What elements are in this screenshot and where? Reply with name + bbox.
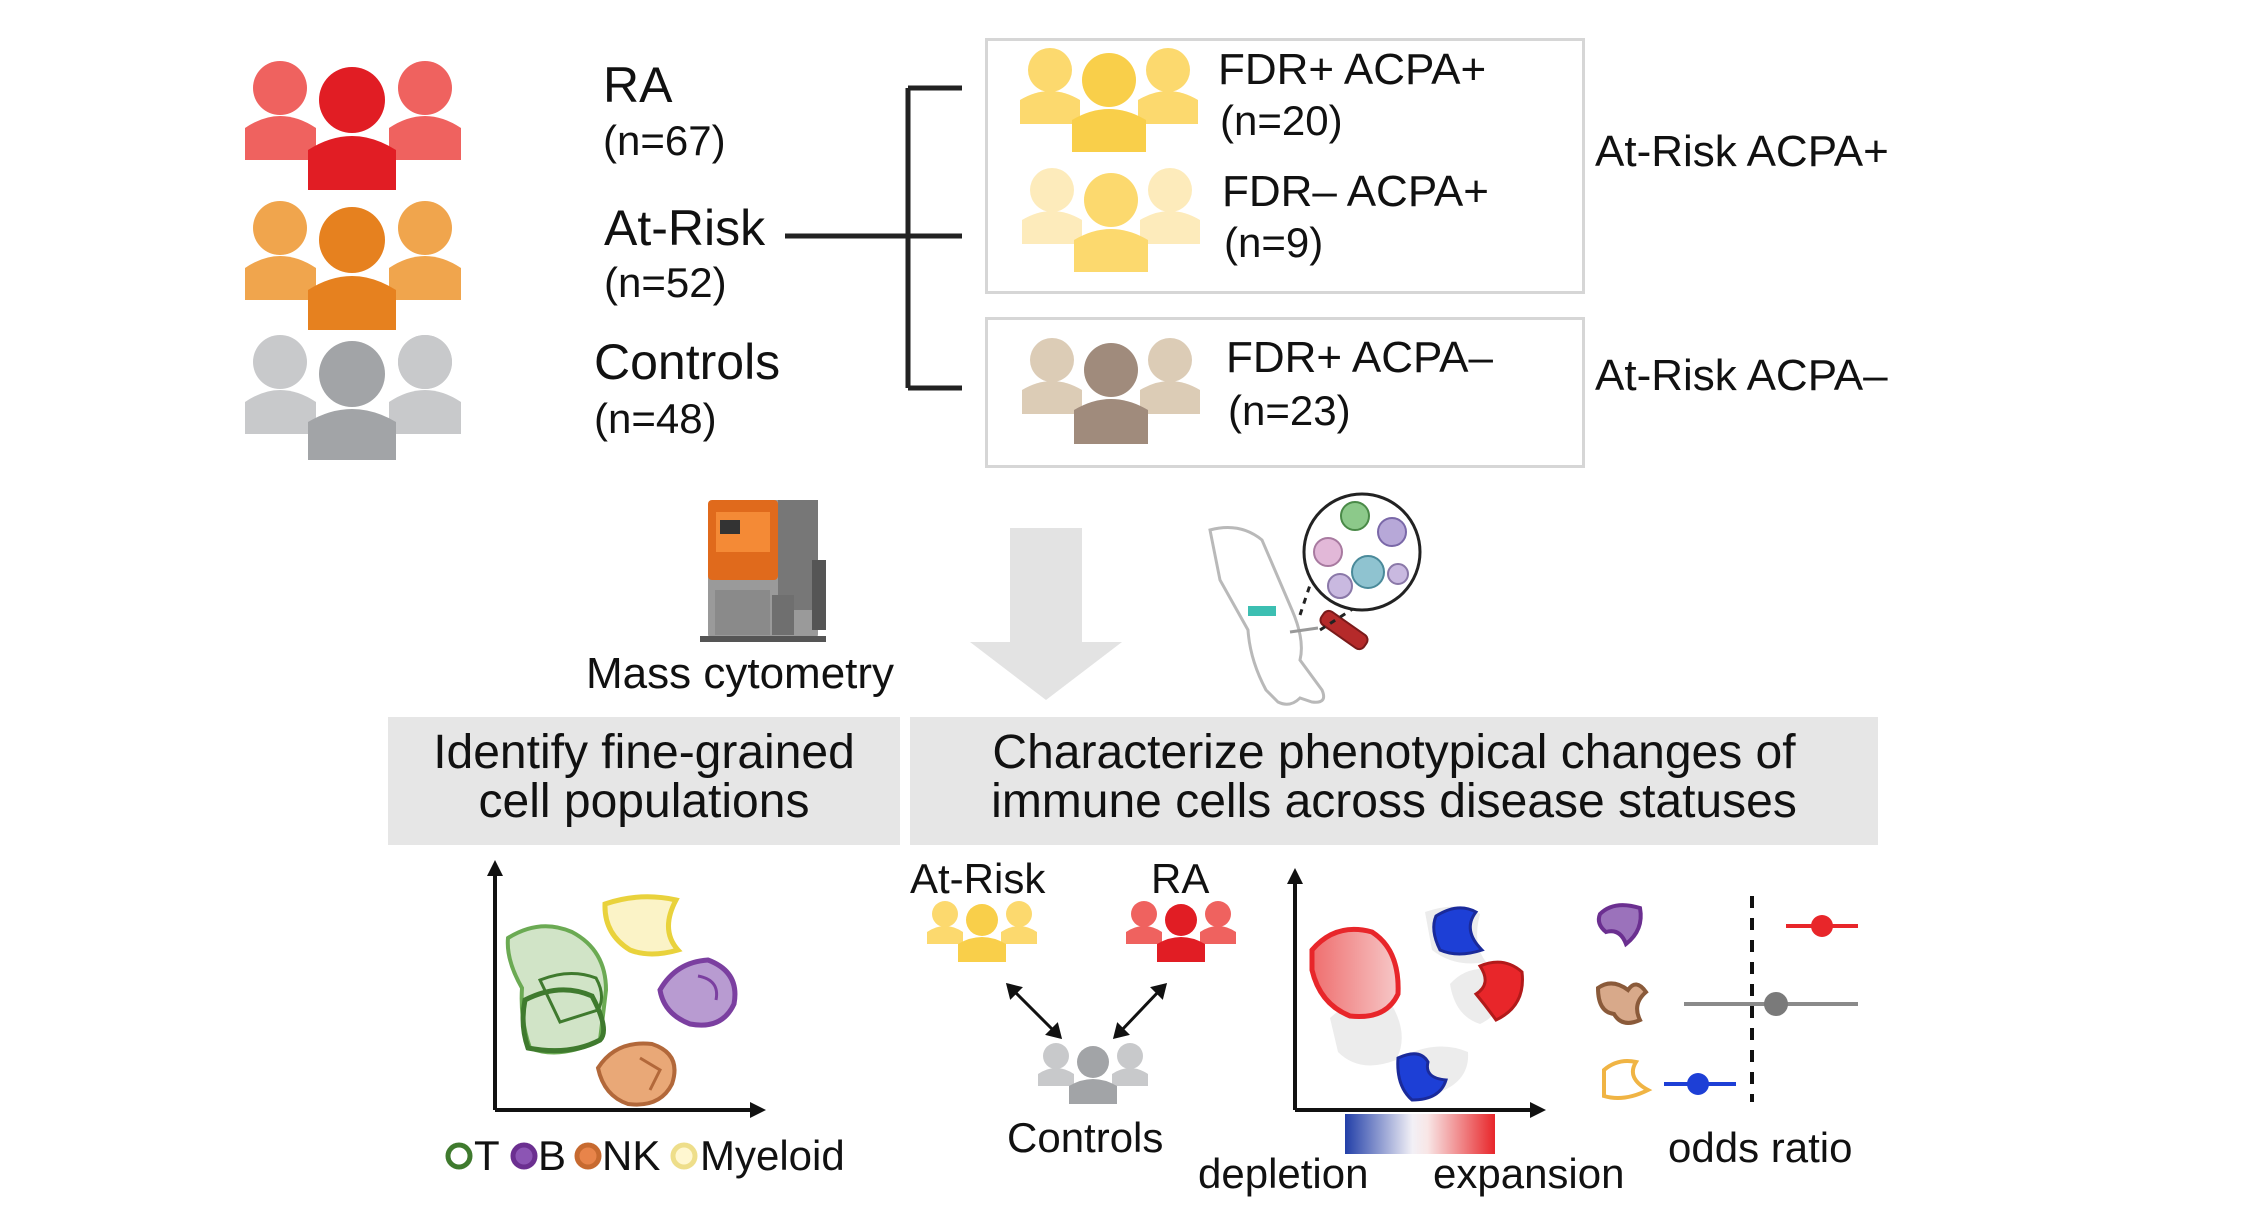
group-at-risk-label: At-Risk — [604, 200, 766, 256]
subgroup-fdr-pos-acpa-pos-count: (n=20) — [1220, 97, 1343, 144]
fdr-pos-acpa-pos-crowd-icon — [1020, 48, 1198, 152]
compare-controls-label: Controls — [1007, 1114, 1164, 1161]
comparison-arrows — [1005, 982, 1168, 1040]
ra-crowd-icon — [245, 61, 461, 190]
panel-right-line1: Characterize phenotypical changes of — [992, 726, 1796, 779]
mass-cytometry-label: Mass cytometry — [586, 649, 895, 698]
compare-at-risk-label: At-Risk — [910, 855, 1046, 902]
legend-nk-label: NK — [602, 1132, 661, 1179]
expansion-colorbar — [1345, 1114, 1495, 1154]
subgroup-fdr-neg-acpa-pos-label: FDR– ACPA+ — [1222, 167, 1489, 216]
cluster-scatter-plot — [487, 860, 766, 1118]
acpa-negative-frame — [985, 317, 1585, 468]
compare-ra-crowd-icon — [1126, 901, 1236, 962]
immune-cells-zoom-icon — [1298, 492, 1422, 632]
legend-nk-marker — [574, 1142, 602, 1170]
group-controls-count: (n=48) — [594, 395, 717, 442]
acpa-positive-frame — [985, 38, 1585, 294]
expansion-scatter-plot — [1287, 868, 1546, 1118]
subgroup-fdr-pos-acpa-pos-label: FDR+ ACPA+ — [1218, 45, 1487, 94]
odds-ratio-forest-plot — [1595, 896, 1858, 1102]
compare-ra-label: RA — [1151, 855, 1210, 902]
colorbar-expansion-label: expansion — [1433, 1150, 1625, 1197]
panel-left-line1: Identify fine-grained — [433, 726, 855, 779]
at-risk-acpa-negative-label: At-Risk ACPA– — [1595, 351, 1888, 400]
at-risk-crowd-icon — [245, 201, 461, 330]
group-at-risk-count: (n=52) — [604, 259, 727, 306]
panel-characterize-changes: Characterize phenotypical changes of imm… — [910, 717, 1878, 845]
legend-myeloid-label: Myeloid — [700, 1132, 845, 1179]
legend-b-marker — [510, 1142, 538, 1170]
subgroup-fdr-pos-acpa-neg-count: (n=23) — [1228, 387, 1351, 434]
compare-at-risk-crowd-icon — [927, 901, 1037, 962]
group-controls-label: Controls — [594, 334, 781, 390]
down-arrow-icon — [970, 528, 1122, 700]
panel-right-line2: immune cells across disease statuses — [991, 774, 1797, 828]
cluster-legend-markers — [445, 1142, 698, 1170]
at-risk-acpa-positive-label: At-Risk ACPA+ — [1595, 127, 1889, 176]
legend-myeloid-marker — [670, 1142, 698, 1170]
controls-crowd-icon — [245, 335, 461, 460]
legend-t-marker — [445, 1142, 473, 1170]
colorbar-depletion-label: depletion — [1198, 1150, 1369, 1197]
odds-ratio-label: odds ratio — [1668, 1124, 1853, 1171]
subgroup-fdr-pos-acpa-neg-label: FDR+ ACPA– — [1226, 333, 1493, 382]
fdr-neg-acpa-pos-crowd-icon — [1022, 168, 1200, 272]
subgroup-fdr-neg-acpa-pos-count: (n=9) — [1224, 219, 1324, 266]
panel-left-line2: cell populations — [478, 774, 810, 828]
group-ra-label: RA — [603, 57, 673, 113]
fdr-pos-acpa-neg-crowd-icon — [1022, 338, 1200, 444]
legend-b-label: B — [538, 1132, 567, 1179]
mass-cytometer-icon — [700, 500, 826, 642]
panel-identify-populations: Identify fine-grained cell populations — [388, 717, 900, 845]
compare-controls-crowd-icon — [1038, 1043, 1148, 1104]
group-bracket — [785, 85, 962, 391]
group-ra-count: (n=67) — [603, 117, 726, 164]
legend-t-label: T — [474, 1132, 500, 1179]
